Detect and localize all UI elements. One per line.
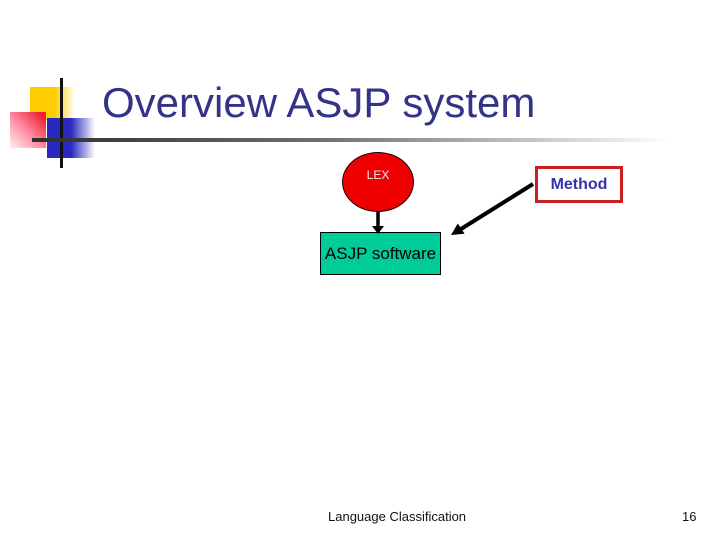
lex-label: LEX [366, 168, 390, 182]
method-box-shape: Method [535, 166, 623, 203]
asjp-software-box-shape: ASJP software [320, 232, 441, 275]
arrow-down-icon [372, 211, 384, 234]
decoration-red-square [10, 112, 46, 148]
title-underline-rule [32, 138, 672, 142]
lex-ellipse-shape: LEX [342, 152, 414, 212]
page-number: 16 [682, 509, 697, 524]
footer-text: Language Classification [328, 509, 467, 524]
decoration-vertical-line [60, 78, 63, 168]
slide-title: Overview ASJP system [102, 79, 536, 126]
asjp-software-label: ASJP software [324, 243, 437, 263]
method-label: Method [550, 175, 608, 193]
arrow-diagonal-icon [451, 182, 535, 235]
